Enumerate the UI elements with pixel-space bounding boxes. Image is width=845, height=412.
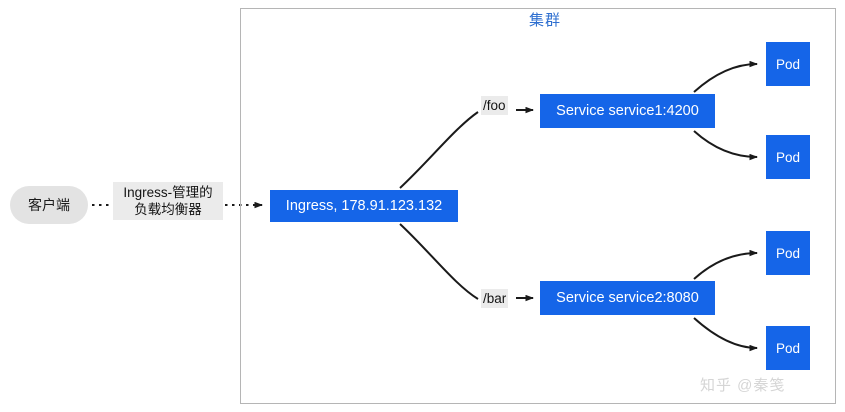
service-node-service1[interactable]: Service service1:4200: [540, 94, 715, 128]
pod-4-label: Pod: [775, 340, 801, 356]
edge-ingress-to-bar: [399, 223, 479, 300]
edge-service2-to-pod3: [693, 249, 758, 280]
load-balancer-label-line2: 负载均衡器: [134, 202, 202, 217]
zhihu-watermark: 知乎 @秦笺: [700, 377, 786, 394]
load-balancer-edge-label: Ingress-管理的 负载均衡器: [113, 182, 223, 220]
pod-1-label: Pod: [775, 56, 801, 72]
path-label-foo: /foo: [481, 96, 508, 115]
ingress-node[interactable]: Ingress, 178.91.123.132: [270, 190, 458, 222]
edge-service1-to-pod1: [693, 60, 758, 93]
pod-node-2[interactable]: Pod: [766, 135, 810, 179]
pod-node-4[interactable]: Pod: [766, 326, 810, 370]
service2-label: Service service2:8080: [556, 290, 699, 306]
service-node-service2[interactable]: Service service2:8080: [540, 281, 715, 315]
pod-node-3[interactable]: Pod: [766, 231, 810, 275]
cluster-boundary: [240, 8, 836, 404]
cluster-title: 集群: [528, 12, 561, 29]
client-label: 客户端: [28, 197, 70, 213]
pod-2-label: Pod: [775, 149, 801, 165]
edge-service1-to-pod2: [693, 130, 758, 161]
path-label-bar: /bar: [481, 289, 509, 308]
load-balancer-label-line1: Ingress-管理的: [123, 185, 213, 200]
pod-node-1[interactable]: Pod: [766, 42, 810, 86]
edge-ingress-to-foo: [399, 111, 479, 189]
service1-label: Service service1:4200: [556, 103, 699, 119]
ingress-label: Ingress, 178.91.123.132: [285, 198, 443, 214]
pod-3-label: Pod: [775, 245, 801, 261]
client-node[interactable]: 客户端: [10, 186, 88, 224]
edge-service2-to-pod4: [693, 317, 758, 352]
